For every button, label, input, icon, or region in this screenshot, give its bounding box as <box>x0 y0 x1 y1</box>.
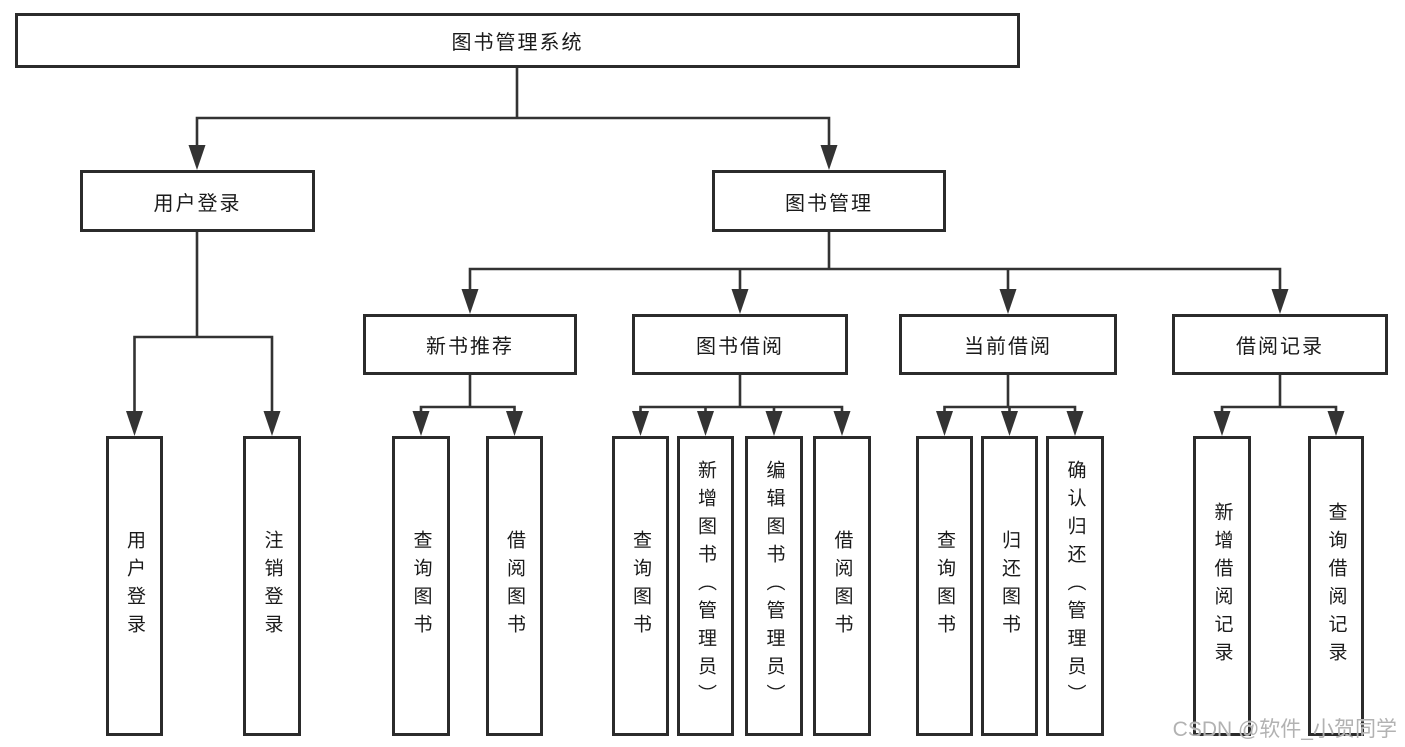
node-book-management: 图书管理 <box>712 170 946 232</box>
leaf-query-books-recommend: 查询图书 <box>392 436 450 736</box>
watermark: CSDN @软件_小贺同学 <box>1172 718 1397 741</box>
leaf-add-borrow-record: 新增借阅记录 <box>1193 436 1251 736</box>
leaf-return-books: 归还图书 <box>981 436 1038 736</box>
node-library-management-system: 图书管理系统 <box>15 13 1020 68</box>
node-borrowing-records: 借阅记录 <box>1172 314 1388 375</box>
node-book-borrowing: 图书借阅 <box>632 314 848 375</box>
leaf-query-books-current: 查询图书 <box>916 436 973 736</box>
leaf-add-book-admin: 新增图书（管理员） <box>677 436 734 736</box>
leaf-query-borrow-record: 查询借阅记录 <box>1308 436 1364 736</box>
leaf-logout: 注销登录 <box>243 436 301 736</box>
leaf-user-login: 用户登录 <box>106 436 163 736</box>
leaf-borrow-books-recommend: 借阅图书 <box>486 436 543 736</box>
leaf-borrow-books-borrowing: 借阅图书 <box>813 436 871 736</box>
node-user-login: 用户登录 <box>80 170 315 232</box>
leaf-confirm-return-admin: 确认归还（管理员） <box>1046 436 1104 736</box>
leaf-query-books-borrowing: 查询图书 <box>612 436 669 736</box>
node-new-book-recommend: 新书推荐 <box>363 314 577 375</box>
leaf-edit-book-admin: 编辑图书（管理员） <box>745 436 803 736</box>
node-current-borrowing: 当前借阅 <box>899 314 1117 375</box>
